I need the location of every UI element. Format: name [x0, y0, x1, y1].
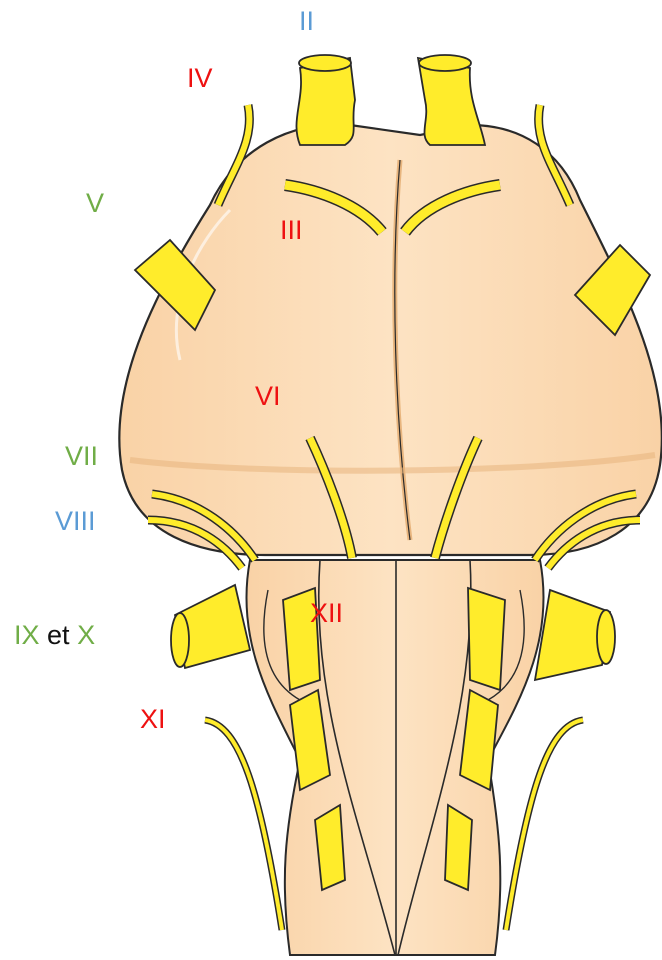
label-IX-et-X: IX et X — [14, 622, 95, 649]
label-VII: VII — [65, 443, 98, 470]
label-XII: XII — [310, 600, 343, 627]
label-V: V — [86, 190, 104, 217]
label-IX: IX — [14, 620, 40, 650]
label-IV: IV — [187, 65, 213, 92]
label-VI: VI — [255, 383, 281, 410]
pons — [119, 124, 662, 555]
label-III: III — [280, 217, 303, 244]
label-II: II — [299, 8, 314, 35]
label-X: X — [77, 620, 95, 650]
label-VIII: VIII — [55, 508, 96, 535]
label-XI: XI — [140, 706, 166, 733]
label-et: et — [47, 620, 70, 650]
